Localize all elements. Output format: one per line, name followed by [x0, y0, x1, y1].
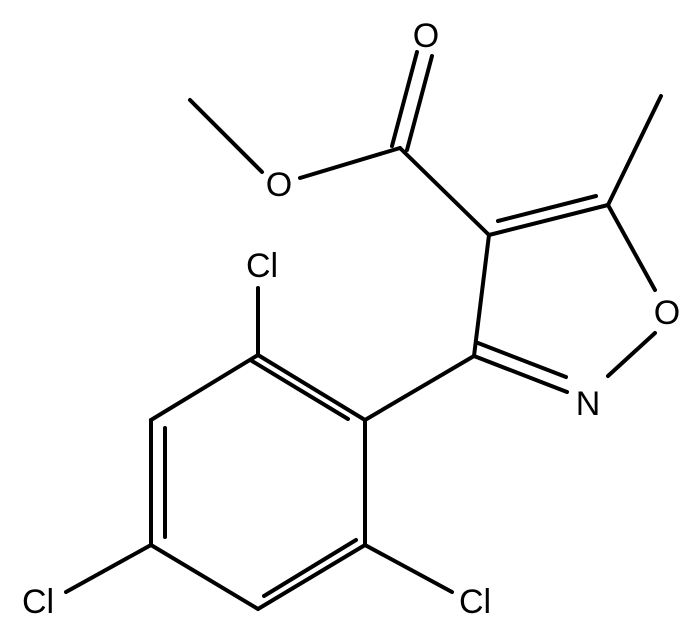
atom-label-ester-oxygen: O — [266, 166, 292, 204]
bond-carbonyl-double-b — [405, 54, 434, 152]
bond-carbonyl-double-a — [390, 50, 419, 148]
bond-carbonyl-carbon-c4 — [398, 146, 491, 237]
atom-label-chlorine-bottom: Cl — [459, 583, 491, 621]
bond-phenyl-cl-left — [64, 543, 153, 594]
bond-phenyl-1-2-double — [250, 359, 350, 421]
bond-phenyl-2-3 — [149, 353, 260, 422]
bond-phenyl-cl-bottom — [363, 543, 454, 594]
atom-label-carbonyl-oxygen: O — [413, 17, 439, 55]
bond-nitrogen-c3-double — [476, 341, 568, 379]
bond-nitrogen-c3 — [472, 354, 569, 394]
bond-ester-oxygen-methyl — [188, 98, 264, 174]
bond-phenyl-5-6 — [256, 543, 367, 611]
atom-label-ring-oxygen: O — [654, 294, 680, 332]
bond-c3-phenyl — [363, 354, 476, 422]
atom-label-ring-nitrogen: N — [576, 385, 601, 423]
atom-label-chlorine-top: Cl — [246, 247, 278, 285]
bond-c5-methyl — [606, 94, 663, 207]
bond-phenyl-1-2 — [256, 353, 367, 422]
bond-c5-ring-oxygen — [606, 203, 657, 292]
bond-c3-c4 — [472, 233, 491, 358]
bond-phenyl-4-5 — [149, 543, 260, 611]
bond-c4-c5-double — [496, 194, 598, 223]
bond-carbonyl-carbon-ester-oxygen — [298, 146, 402, 180]
atom-label-chlorine-left: Cl — [22, 583, 54, 621]
bond-c4-c5 — [487, 203, 610, 237]
bond-ring-oxygen-nitrogen — [606, 331, 657, 378]
bond-phenyl-5-6-double — [262, 538, 358, 598]
